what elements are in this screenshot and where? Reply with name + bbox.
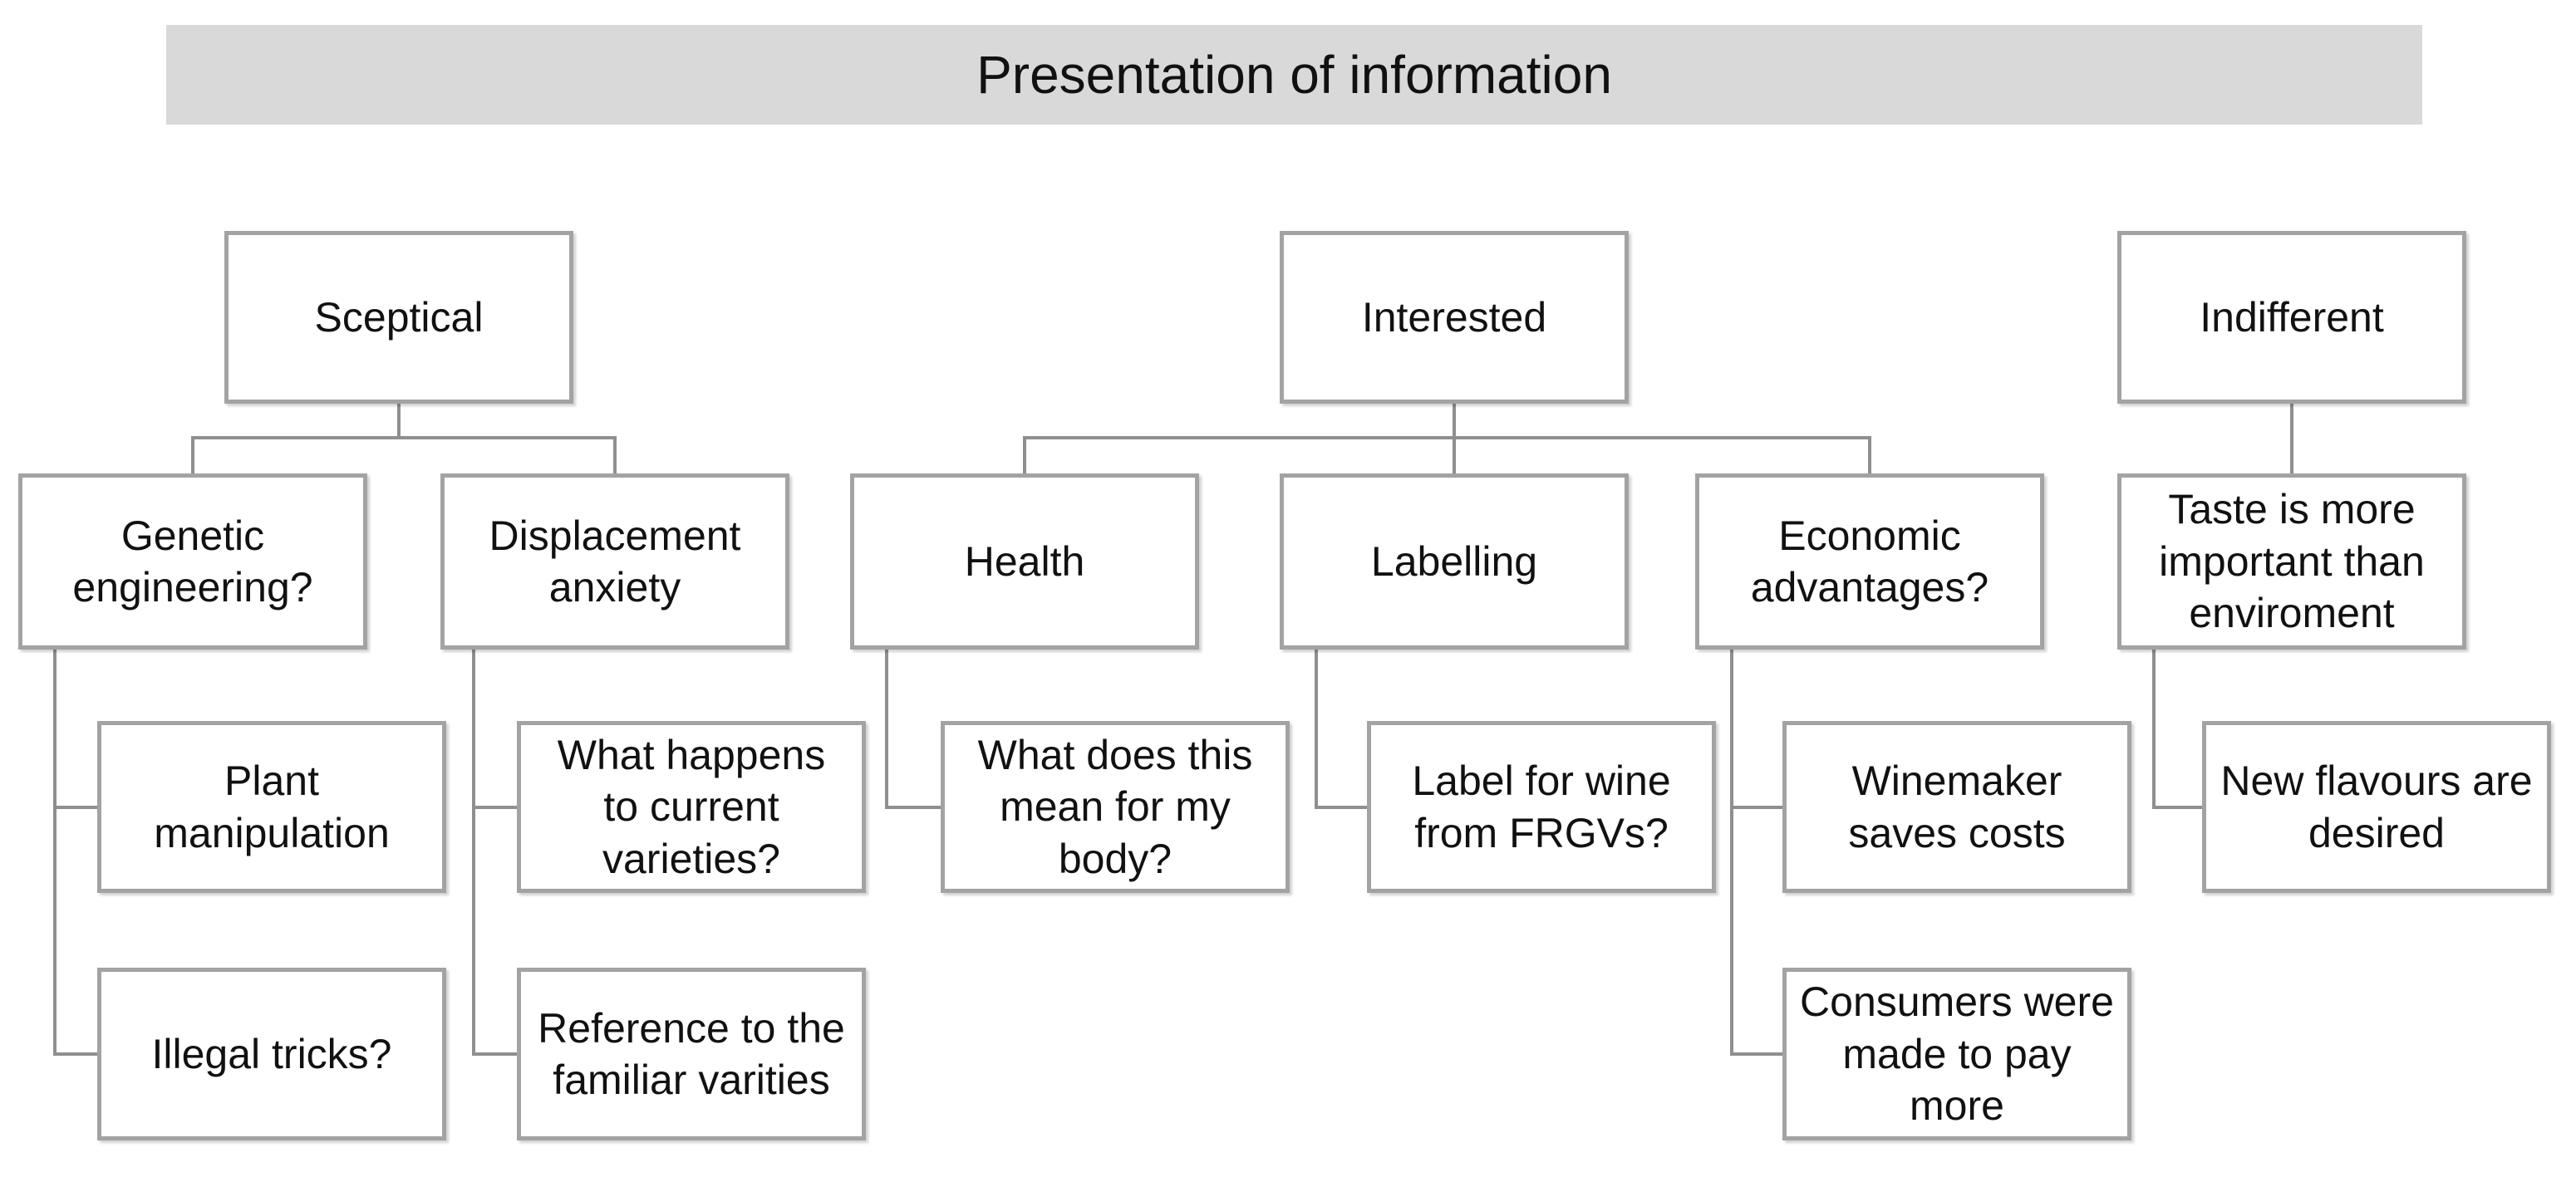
node-economic-advantages: Economic advantages? <box>1695 473 2044 650</box>
node-new-flavours-desired: New flavours are desired <box>2202 721 2551 893</box>
node-what-happens-varieties: What happens to current varieties? <box>517 721 866 893</box>
node-interested: Interested <box>1280 231 1629 404</box>
node-indifferent: Indifferent <box>2117 231 2466 404</box>
node-winemaker-saves-costs: Winemaker saves costs <box>1782 721 2131 893</box>
diagram-title: Presentation of information <box>166 25 2422 125</box>
node-labelling: Labelling <box>1280 473 1629 650</box>
connector <box>1730 650 1782 1056</box>
node-reference-familiar-varities: Reference to the familiar varities <box>517 968 866 1140</box>
node-displacement-anxiety: Displacement anxiety <box>440 473 789 650</box>
node-genetic-engineering: Genetic engineering? <box>18 473 367 650</box>
node-what-does-this-mean: What does this mean for my body? <box>941 721 1290 893</box>
node-sceptical: Sceptical <box>224 231 573 404</box>
connector <box>1023 436 1871 473</box>
connector <box>191 436 617 473</box>
connector <box>885 650 941 809</box>
connector <box>53 650 97 1056</box>
node-taste-more-important: Taste is more important than enviroment <box>2117 473 2466 650</box>
connector <box>2152 650 2202 809</box>
node-label-for-wine: Label for wine from FRGVs? <box>1367 721 1716 893</box>
node-illegal-tricks: Illegal tricks? <box>97 968 446 1140</box>
node-health: Health <box>850 473 1199 650</box>
node-consumers-pay-more: Consumers were made to pay more <box>1782 968 2131 1140</box>
connector <box>472 650 517 1056</box>
node-plant-manipulation: Plant manipulation <box>97 721 446 893</box>
connector <box>1315 650 1367 809</box>
